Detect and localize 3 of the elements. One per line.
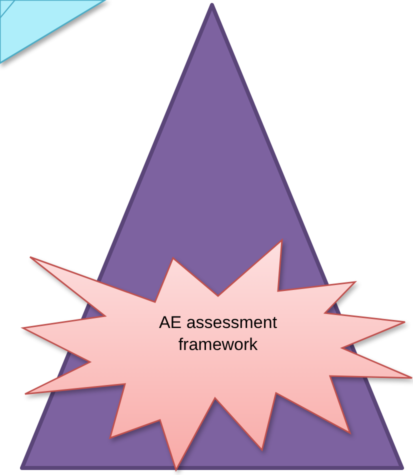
starburst-label: AE assessment framework bbox=[158, 312, 278, 356]
starburst-shape bbox=[20, 236, 413, 474]
banner-shape bbox=[0, 0, 107, 66]
